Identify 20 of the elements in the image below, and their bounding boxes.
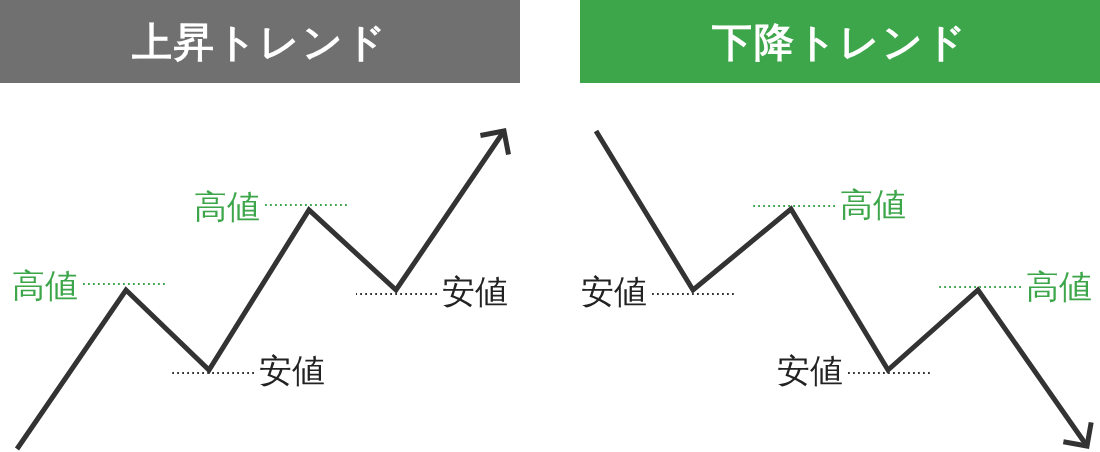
dotted-leader-line — [171, 372, 255, 374]
price-label: 高値 — [835, 183, 911, 227]
price-label: 高値 — [189, 185, 265, 229]
header-band — [580, 0, 1100, 83]
dotted-leader-line — [82, 283, 168, 285]
dotted-leader-line — [355, 293, 438, 295]
price-label: 安値 — [254, 349, 330, 393]
price-label: 安値 — [772, 349, 848, 393]
section-heading: 上昇トレンド — [132, 17, 388, 66]
price-label: 高値 — [1021, 265, 1097, 309]
dotted-leader-line — [847, 372, 931, 374]
dotted-leader-line — [751, 205, 836, 207]
price-label: 安値 — [576, 270, 652, 314]
header-band — [0, 0, 520, 83]
section-heading: 下降トレンド — [712, 17, 968, 66]
dotted-leader-line — [937, 286, 1022, 288]
price-label: 高値 — [7, 264, 83, 308]
dotted-leader-line — [651, 293, 736, 295]
dotted-leader-line — [264, 204, 350, 206]
price-label: 安値 — [437, 270, 513, 314]
